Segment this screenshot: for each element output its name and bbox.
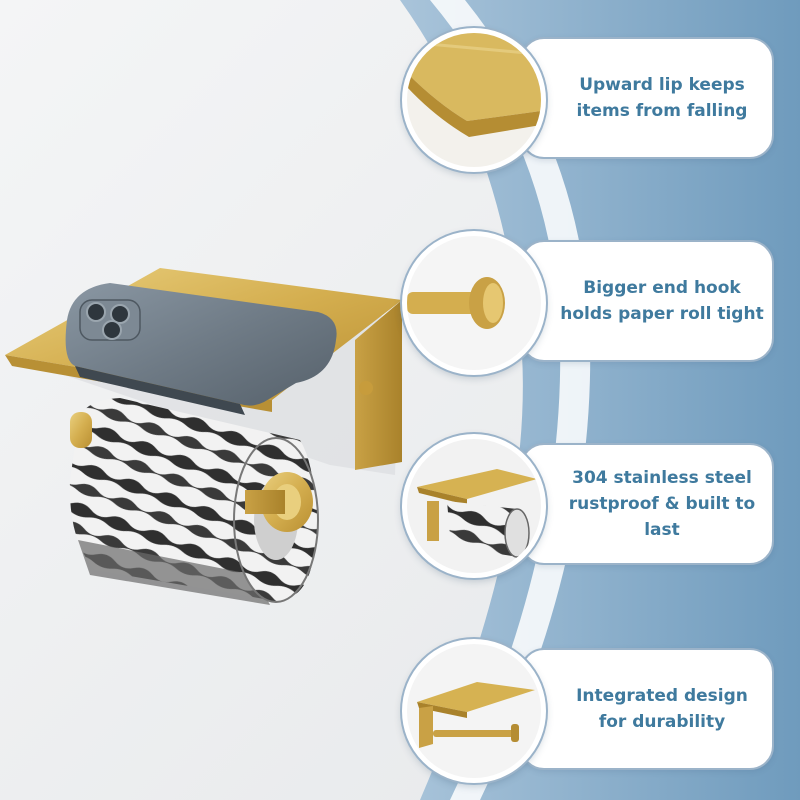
holder-integrated-icon [402, 639, 546, 783]
feature-text: 304 stainless steel rustproof & built to… [568, 468, 756, 540]
feature-card-integrated-design: Integrated design for durability [520, 648, 774, 770]
roll-pin [70, 412, 92, 448]
feature-card-end-hook: Bigger end hook holds paper roll tight [520, 240, 774, 362]
upward-lip-closeup-icon [402, 28, 546, 172]
holder-with-roll-icon [402, 434, 546, 578]
shelf-backplate [355, 300, 402, 470]
smartphone [65, 283, 337, 415]
feature-text: Upward lip keeps items from falling [576, 75, 748, 121]
feature-card-upward-lip: Upward lip keeps items from falling [520, 37, 774, 159]
feature-card-stainless-steel: 304 stainless steel rustproof & built to… [520, 443, 774, 565]
blue-band [400, 0, 800, 800]
feature-text: Integrated design for durability [576, 686, 748, 732]
end-hook-closeup-icon [402, 231, 546, 375]
feature-text: Bigger end hook holds paper roll tight [560, 278, 764, 324]
